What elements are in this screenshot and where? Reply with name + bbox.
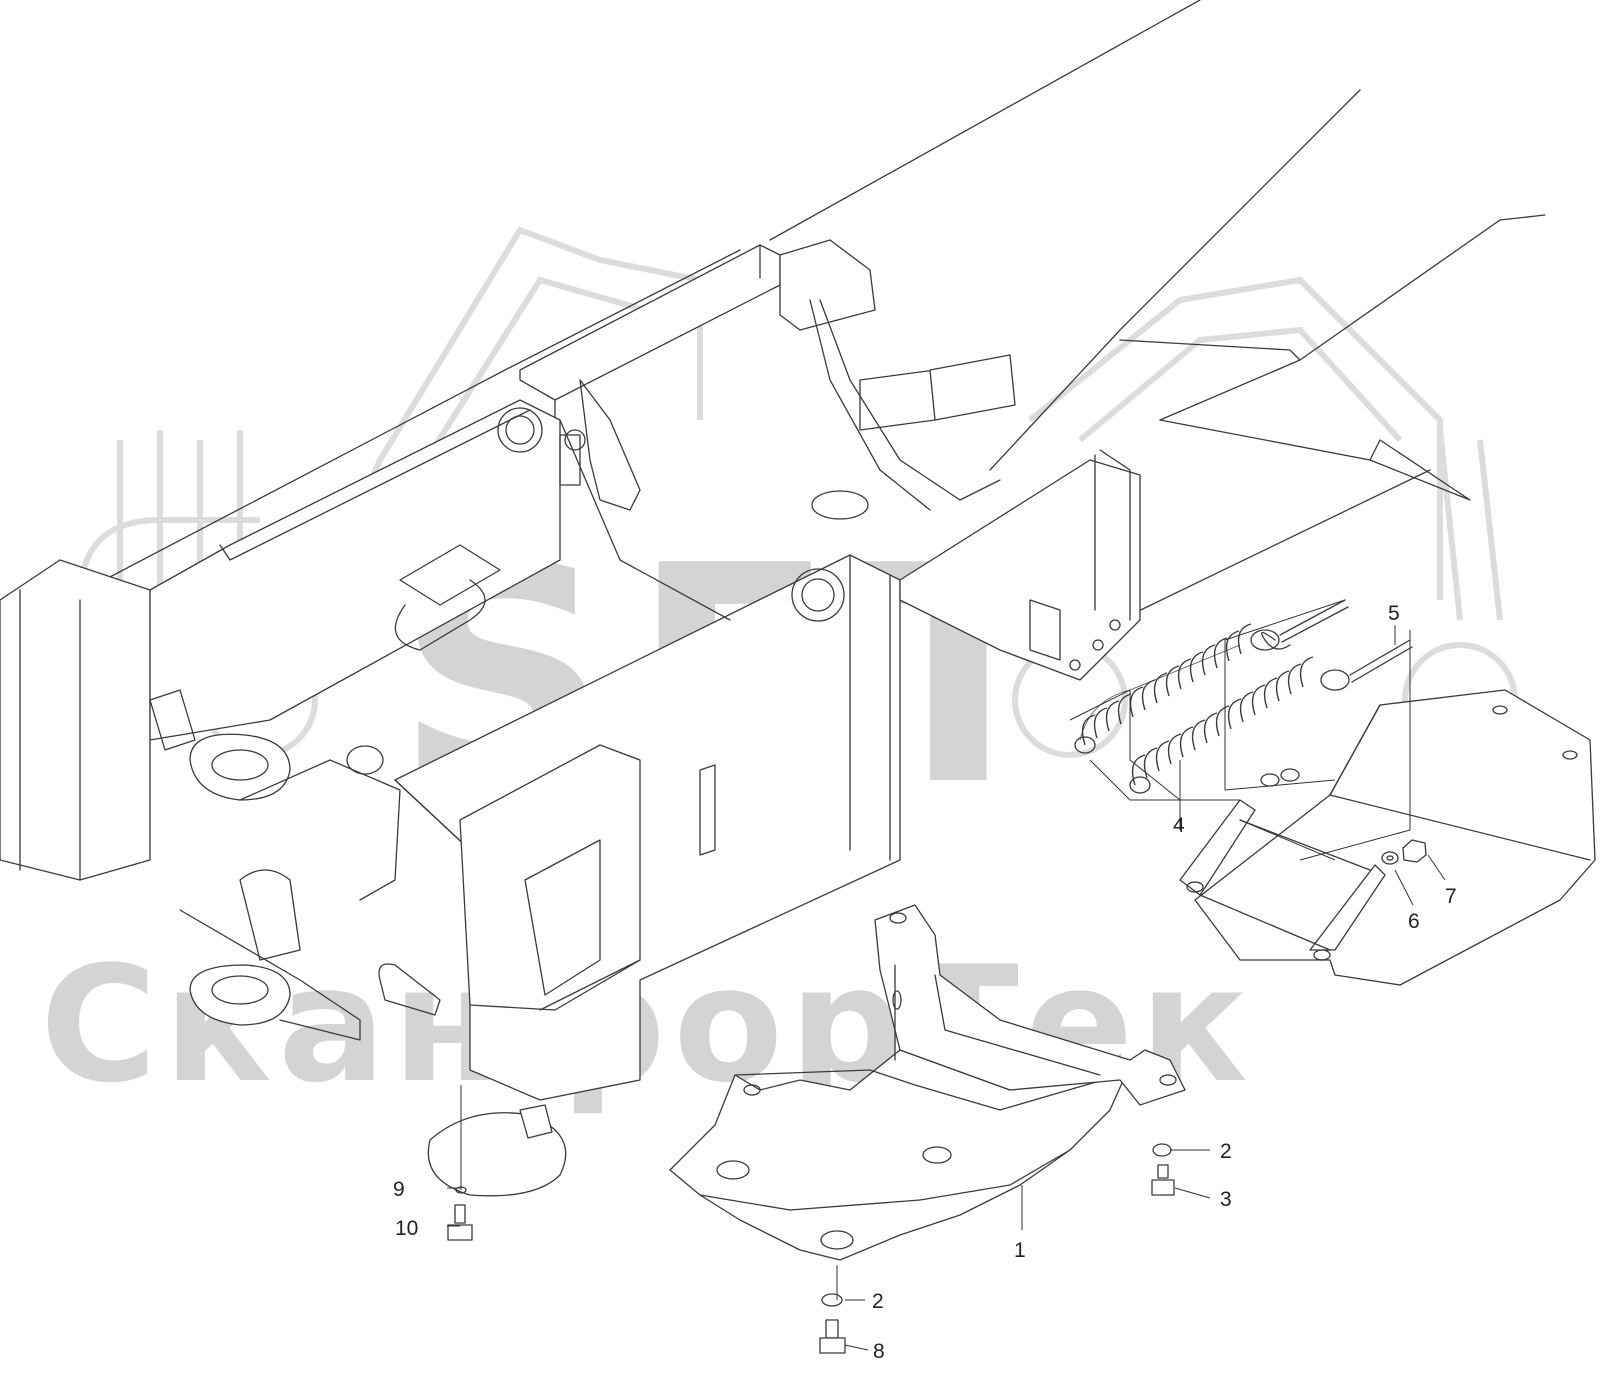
part-eye-bolt-upper: [1250, 599, 1349, 651]
part-washer-2-bottom: [821, 1293, 843, 1307]
part-bolt-8: [819, 1319, 846, 1354]
callout-5: 5: [1388, 602, 1400, 625]
callout-2-right: 2: [1220, 1140, 1232, 1163]
callout-9: 9: [393, 1178, 405, 1201]
part-spring-lower: [1129, 656, 1314, 794]
callout-7: 7: [1445, 885, 1457, 908]
callout-4: 4: [1173, 814, 1185, 837]
part-bolt-10: [447, 1204, 473, 1241]
callout-8: 8: [873, 1340, 885, 1363]
part-skid-plate: [669, 904, 1186, 1261]
part-eye-bolt-lower: [1320, 639, 1413, 691]
callout-3: 3: [1220, 1188, 1232, 1211]
leader-lines: [447, 599, 1446, 1351]
callout-10: 10: [395, 1217, 418, 1240]
part-nut-7: [1402, 839, 1427, 863]
loader-frame: [0, 0, 1546, 1101]
callout-1: 1: [1014, 1239, 1026, 1262]
callout-2-bottom: 2: [872, 1290, 884, 1313]
part-washer-2-right: [1152, 1143, 1172, 1157]
part-washer-6: [1381, 851, 1399, 865]
part-bolt-3: [1151, 1164, 1175, 1196]
callouts: 1 2 2 3 4 5 6 7 8 9 10: [393, 602, 1457, 1363]
part-round-cover: [427, 1104, 567, 1197]
part-bracket-plate: [1179, 689, 1596, 986]
callout-6: 6: [1408, 910, 1420, 933]
